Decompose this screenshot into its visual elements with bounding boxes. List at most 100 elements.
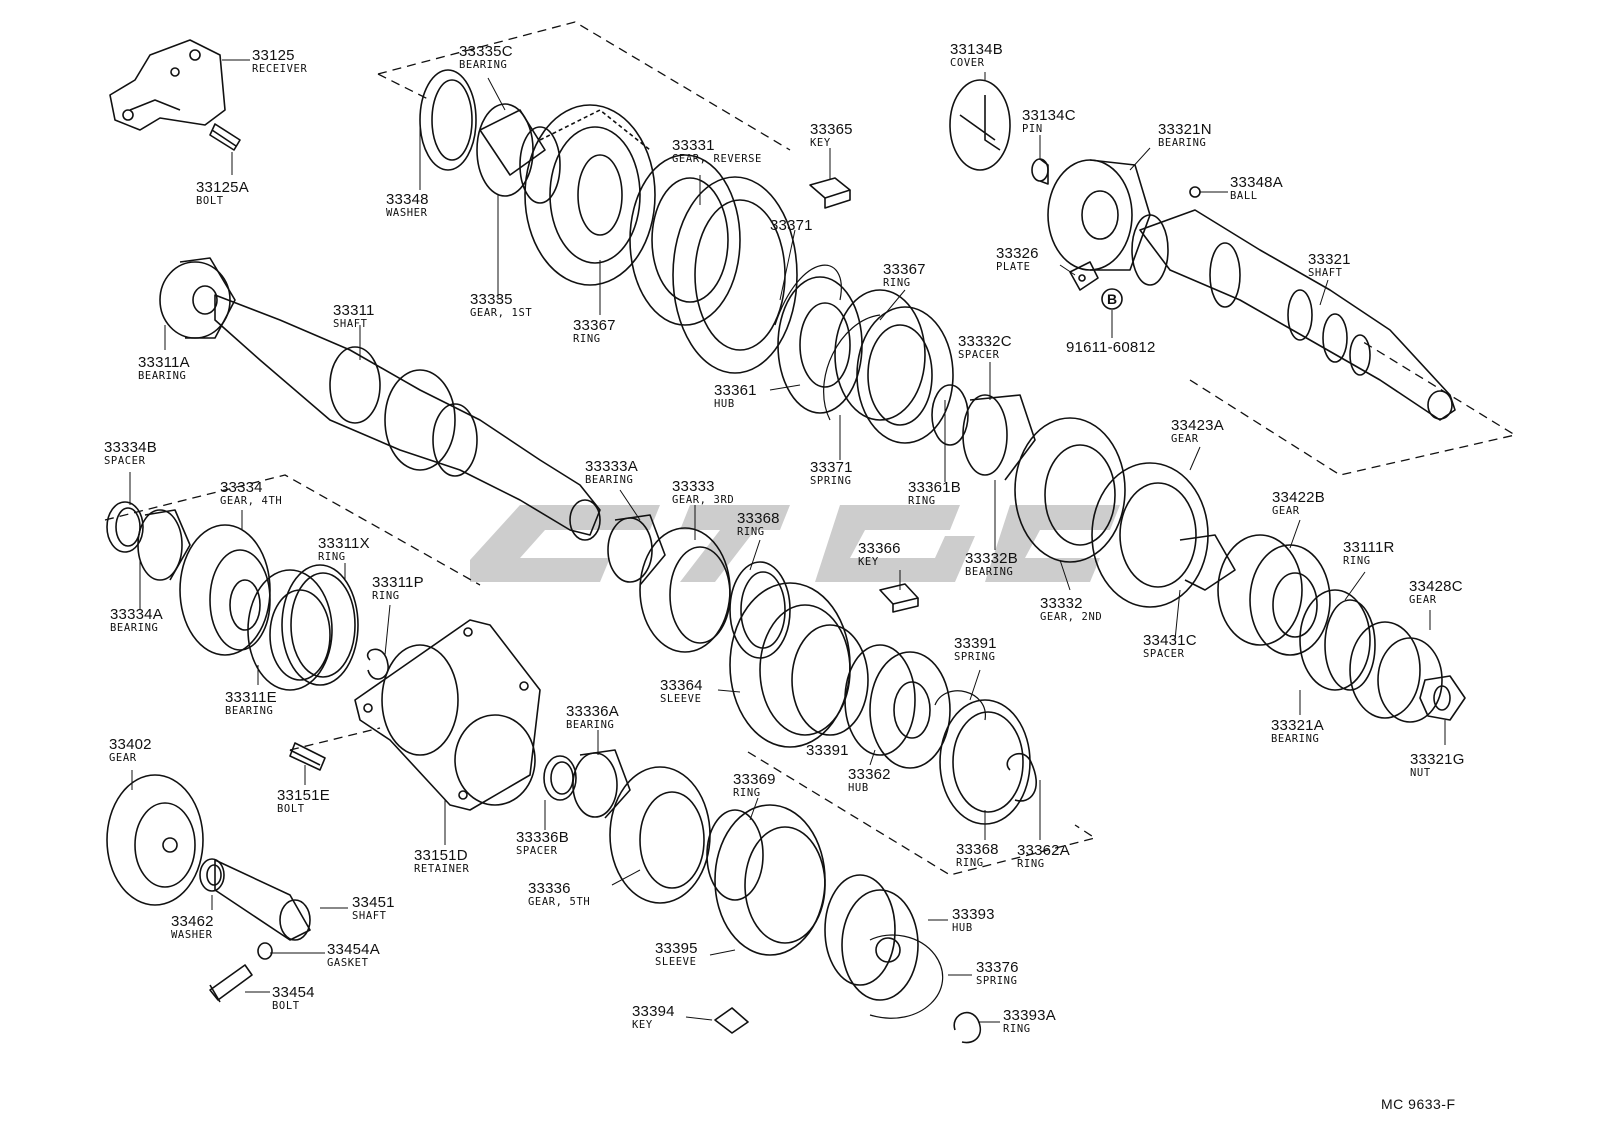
cover-33134b	[949, 79, 1011, 171]
ring-33311x	[281, 564, 359, 686]
assembly-frame-upper	[377, 21, 791, 151]
bearing-33332b	[931, 384, 1036, 481]
gear-33402	[106, 774, 204, 906]
watermark-logo	[470, 505, 1120, 582]
gear-33422b	[1217, 534, 1331, 656]
bearing-33321a	[1299, 589, 1371, 691]
gear-2nd	[1014, 417, 1126, 563]
hub-33361	[774, 264, 863, 414]
output-shaft-33321	[1131, 209, 1456, 421]
assembly-frame-right	[1189, 339, 1516, 476]
shaft-33451	[214, 859, 311, 941]
gear-33428c	[1349, 621, 1443, 723]
ring-33367	[834, 289, 954, 444]
gear-5th	[609, 766, 711, 904]
spacer-33336b	[543, 755, 577, 801]
bearing-33335c	[476, 103, 561, 204]
key-33366	[879, 583, 919, 613]
bearing-33321n	[1047, 159, 1151, 271]
ring-33368	[729, 561, 791, 659]
bearing-33333a	[607, 514, 666, 586]
spring-33371	[823, 314, 881, 421]
gasket-33454a	[257, 942, 273, 960]
bearing-33311a	[159, 257, 236, 339]
circled-marker-b: B	[1101, 288, 1123, 310]
washer-33348	[419, 69, 477, 171]
gear-3rd	[639, 527, 731, 653]
plate-33326	[1069, 261, 1099, 291]
spacer-33334b	[106, 501, 144, 553]
label-33391: 33391	[806, 742, 849, 759]
gear-4th	[179, 524, 271, 656]
hub-33362	[844, 644, 951, 769]
ring-33362a	[1006, 753, 1037, 802]
receiver-bracket	[109, 39, 241, 151]
key-33394	[714, 1007, 749, 1034]
diagram-code: MC 9633-F	[1381, 1096, 1456, 1112]
nut-33321g	[1419, 675, 1466, 721]
assembly-frame-lower	[747, 751, 1096, 876]
sleeve-33395	[714, 804, 826, 956]
washer-33462	[199, 858, 225, 892]
input-shaft-33311	[214, 294, 601, 541]
bolt-33454	[209, 964, 253, 1003]
key-33365	[809, 177, 851, 209]
ring-33111r	[1324, 599, 1376, 691]
leader-lines	[129, 59, 1446, 1023]
gear-33423a	[1091, 462, 1209, 608]
hub-33393	[824, 874, 919, 1001]
bolt-33151e	[289, 742, 326, 771]
label-33371-upper: 33371	[770, 217, 813, 234]
